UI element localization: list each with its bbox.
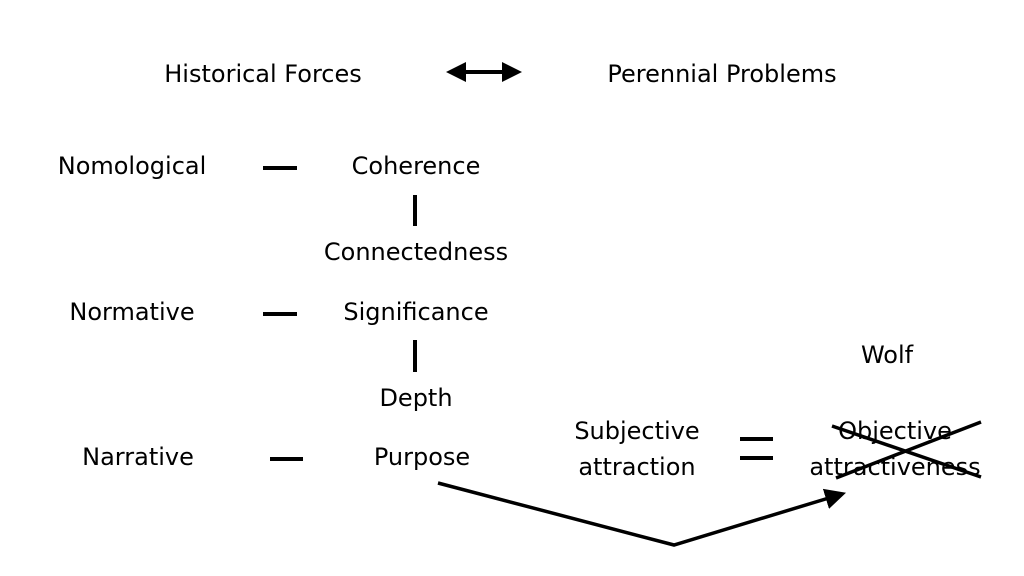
coherence-label: Coherence	[351, 152, 481, 180]
nomological-label: Nomological	[57, 152, 207, 180]
cross-out-line-2	[835, 420, 982, 480]
v-arrow	[437, 481, 847, 547]
purpose-label: Purpose	[373, 443, 471, 471]
connectedness-label: Connectedness	[323, 238, 509, 266]
depth-label: Depth	[379, 384, 453, 412]
objective-attractiveness-label: Objective attractiveness	[809, 417, 981, 481]
significance-label: Significance	[343, 298, 489, 326]
narrative-label: Narrative	[82, 443, 194, 471]
subjective-attraction-label: Subjective attraction	[574, 417, 700, 481]
perennial-problems-label: Perennial Problems	[607, 60, 837, 88]
wolf-label: Wolf	[860, 341, 914, 369]
normative-label: Normative	[69, 298, 195, 326]
historical-forces-label: Historical Forces	[164, 60, 362, 88]
